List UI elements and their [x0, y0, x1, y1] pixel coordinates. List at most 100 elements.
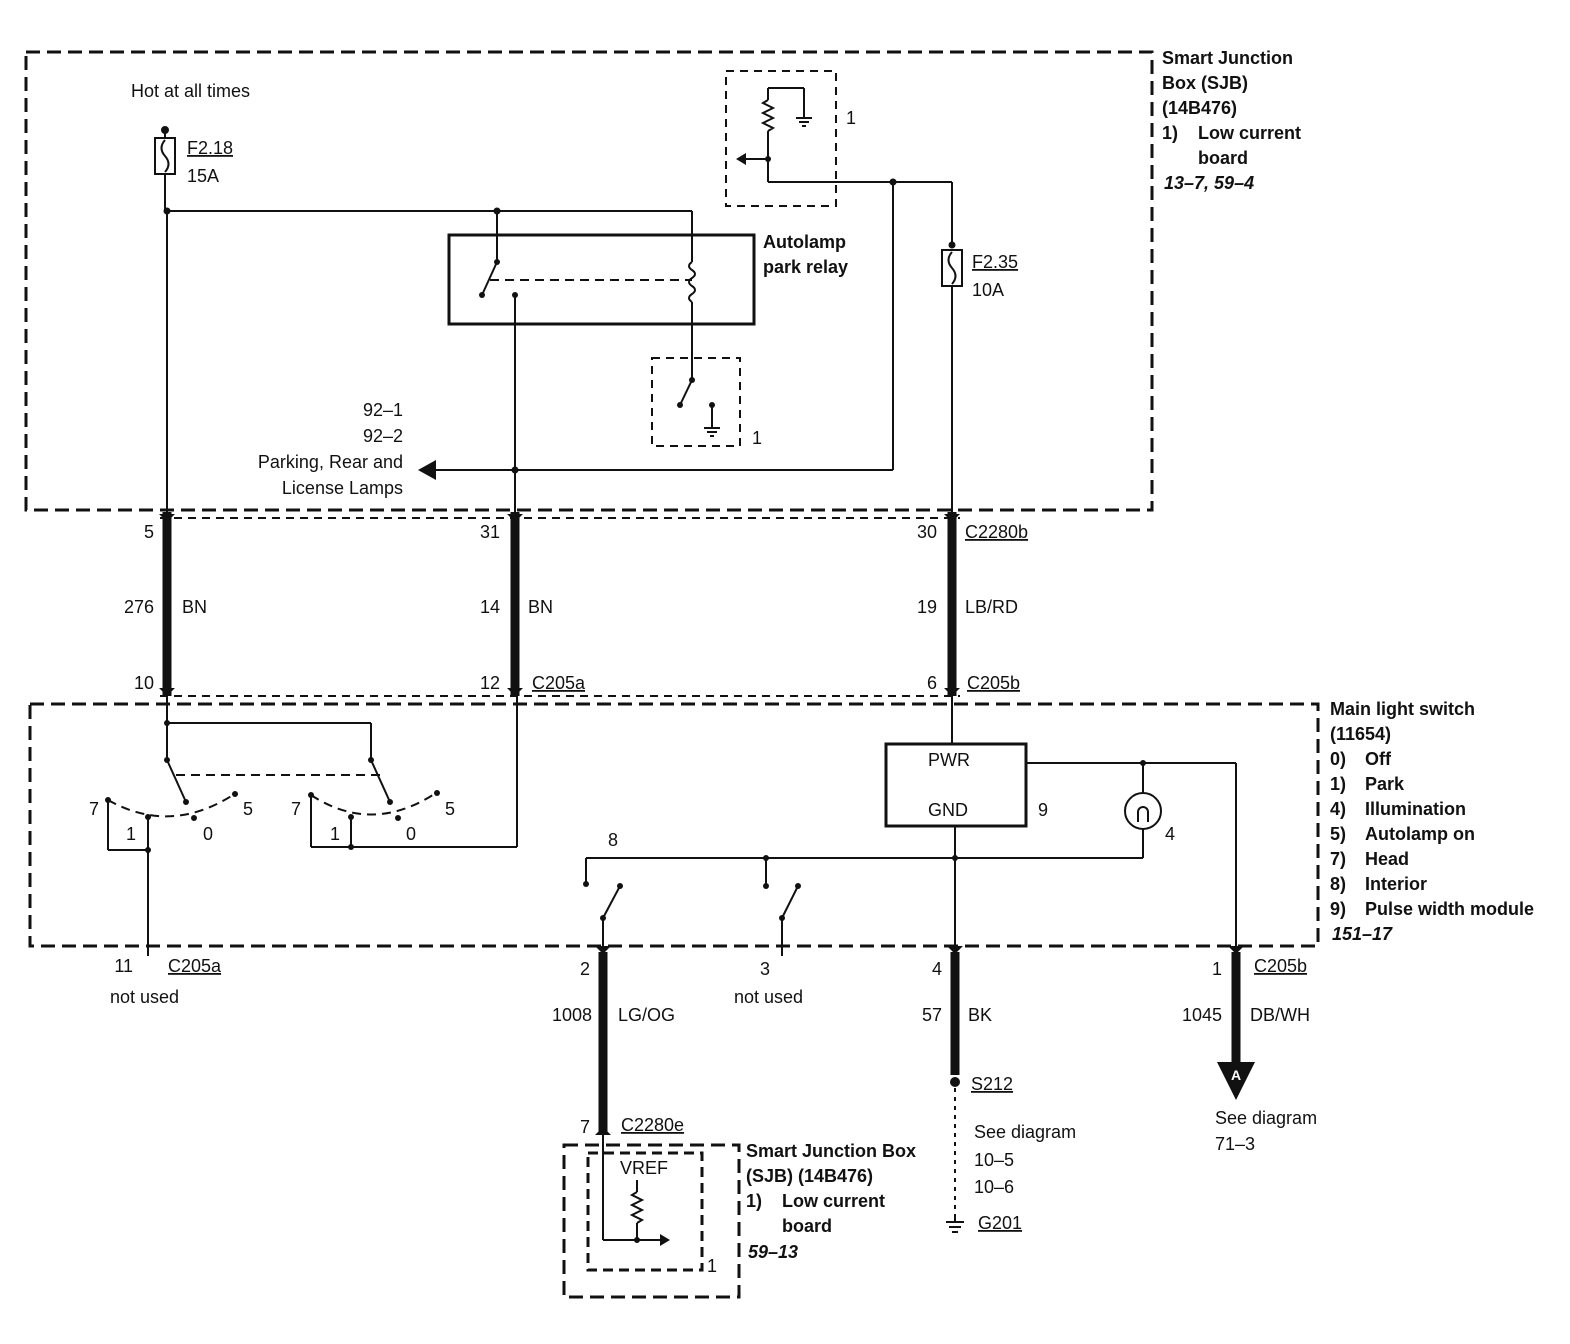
circuit-19: 19 — [917, 597, 937, 617]
harness-wire-14: 31 14 BN 12 C205a — [480, 512, 586, 696]
relay-label-1: Autolamp — [763, 232, 846, 252]
sjb-bottom-pin-7: 7 — [580, 1117, 590, 1137]
parking-lamps-output: 92–1 92–2 Parking, Rear and License Lamp… — [258, 400, 893, 498]
section2-pos-0: 0 — [406, 824, 416, 844]
fuse-f2-35-rating: 10A — [972, 280, 1004, 300]
autolamp-park-relay: Autolamp park relay — [447, 232, 848, 380]
pin-4: 4 — [932, 959, 942, 979]
pin-5: 5 — [144, 522, 154, 542]
circuit-1045: 1045 — [1182, 1005, 1222, 1025]
lamps-label-2: License Lamps — [282, 478, 403, 498]
pin-30: 30 — [917, 522, 937, 542]
section1-pos-5: 5 — [243, 799, 253, 819]
color-bn-2: BN — [528, 597, 553, 617]
section1-pos-0: 0 — [203, 824, 213, 844]
legend-pulse-width-module: Pulse width module — [1365, 899, 1534, 919]
pwm-gnd: GND — [928, 800, 968, 820]
relay-switch-ref: 1 — [752, 428, 762, 448]
section1-pos-1: 1 — [126, 824, 136, 844]
lamps-ref-2: 92–2 — [363, 426, 403, 446]
sjb-bottom-item-text-2: board — [782, 1216, 832, 1236]
sjb-top-board: 1 — [725, 70, 952, 207]
splice-s212: S212 See diagram 10–5 10–6 — [950, 1074, 1076, 1219]
pin-3-not-used: 3 not used — [734, 959, 803, 1007]
illumination-lamp: 4 — [1124, 760, 1175, 858]
pin-31: 31 — [480, 522, 500, 542]
fuse-f2-18: F2.18 15A — [154, 126, 233, 211]
fuse-f2-35: F2.35 10A — [941, 241, 1018, 512]
ground-see-diagram: See diagram — [974, 1122, 1076, 1142]
section2-pos-7: 7 — [291, 799, 301, 819]
vref-label: VREF — [620, 1158, 668, 1178]
connector-c2280e: C2280e — [621, 1115, 684, 1135]
legend-interior: Interior — [1365, 874, 1427, 894]
section2-pos-5: 5 — [445, 799, 455, 819]
legend-num-5: 5) — [1330, 824, 1346, 844]
pin-3: 3 — [760, 959, 770, 979]
splice-label: S212 — [971, 1074, 1013, 1094]
legend-park: Park — [1365, 774, 1405, 794]
pwm-pwr: PWR — [928, 750, 970, 770]
sjb-bottom: 7 C2280e VREF 1 Smart Junction Box (SJB)… — [562, 1115, 916, 1299]
sjb-top-title-3: (14B476) — [1162, 98, 1237, 118]
pin-11-not-used: 11 C205a not used — [110, 956, 222, 1007]
main-switch-title-2: (11654) — [1330, 724, 1391, 744]
pin-12: 12 — [480, 673, 500, 693]
arrow-a-see-diagram: A See diagram 71–3 — [1215, 1062, 1317, 1154]
legend-head: Head — [1365, 849, 1409, 869]
legend-illumination: Illumination — [1365, 799, 1466, 819]
top-board-ref: 1 — [846, 108, 856, 128]
illumination-ref-4: 4 — [1165, 824, 1175, 844]
switch-section-1: 7 1 0 5 — [89, 696, 380, 956]
ground-label: G201 — [978, 1213, 1022, 1233]
harness-wire-1008: 2 1008 LG/OG — [552, 946, 675, 1135]
legend-autolamp-on: Autolamp on — [1365, 824, 1475, 844]
legend-num-4: 4) — [1330, 799, 1346, 819]
pin-2: 2 — [580, 959, 590, 979]
ground-ref-2: 10–6 — [974, 1177, 1014, 1197]
ground-ref-1: 10–5 — [974, 1150, 1014, 1170]
pin-6: 6 — [927, 673, 937, 693]
harness-wire-276: 5 276 BN 10 — [124, 512, 207, 696]
sjb-bottom-title-2: (SJB) (14B476) — [746, 1166, 873, 1186]
sjb-top-enclosure — [24, 50, 1154, 512]
legend-num-8: 8) — [1330, 874, 1346, 894]
connector-c205a-bottom: C205a — [168, 956, 222, 976]
connector-c205b-top: C205b — [967, 673, 1020, 693]
fuse-f2-35-name: F2.35 — [972, 252, 1018, 272]
sjb-top-title-1: Smart Junction — [1162, 48, 1293, 68]
circuit-14: 14 — [480, 597, 500, 617]
main-switch-title-1: Main light switch — [1330, 699, 1475, 719]
section2-pos-1: 1 — [330, 824, 340, 844]
lamps-label-1: Parking, Rear and — [258, 452, 403, 472]
switch-section-2: 7 1 0 5 — [291, 696, 518, 850]
circuit-57: 57 — [922, 1005, 942, 1025]
legend-num-1: 1) — [1330, 774, 1346, 794]
color-lg-og: LG/OG — [618, 1005, 675, 1025]
sjb-bottom-item-text-1: Low current — [782, 1191, 885, 1211]
relay-ground-switch: 1 — [651, 357, 762, 448]
sjb-top-refs: 13–7, 59–4 — [1164, 173, 1254, 193]
color-lb-rd: LB/RD — [965, 597, 1018, 617]
legend-num-7: 7) — [1330, 849, 1346, 869]
ground-g201: G201 — [946, 1213, 1022, 1233]
section1-pos-7: 7 — [89, 799, 99, 819]
sjb-top-title-2: Box (SJB) — [1162, 73, 1248, 93]
connector-c205a-top: C205a — [532, 673, 586, 693]
color-db-wh: DB/WH — [1250, 1005, 1310, 1025]
sjb-bottom-refs: 59–13 — [748, 1242, 798, 1262]
hot-at-all-times-label: Hot at all times — [131, 81, 250, 101]
main-switch-label: Main light switch (11654) 0) Off 1) Park… — [1330, 699, 1534, 944]
fuse-f2-18-rating: 15A — [187, 166, 219, 186]
pin-11: 11 — [114, 956, 133, 976]
pin-11-note: not used — [110, 987, 179, 1007]
pwm-ref-9: 9 — [1038, 800, 1048, 820]
sjb-top-item-text-1: Low current — [1198, 123, 1301, 143]
connector-c2280b: C2280b — [965, 522, 1028, 542]
sjb-bottom-board-ref: 1 — [707, 1256, 717, 1276]
harness-wire-1045: 1 C205b 1045 DB/WH — [1182, 946, 1310, 1062]
sjb-top-item-num: 1) — [1162, 123, 1178, 143]
arrow-a-letter: A — [1231, 1067, 1241, 1083]
connector-c205b-bottom: C205b — [1254, 956, 1307, 976]
